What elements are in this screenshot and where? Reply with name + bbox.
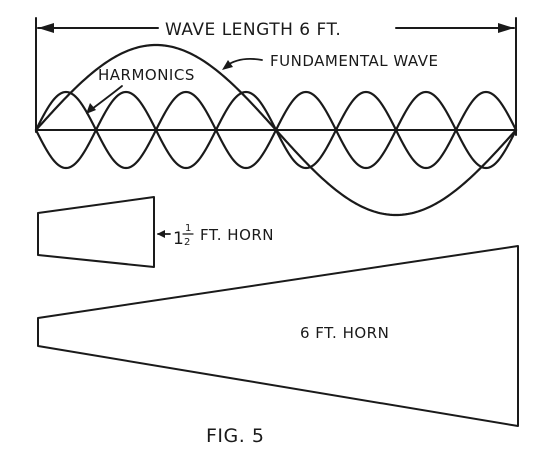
wavelength-label: WAVE LENGTH 6 FT. [165, 20, 341, 40]
large-horn-shape [37, 245, 519, 427]
small-horn-label: 1 1 2 FT. HORN [173, 223, 274, 249]
small-horn-shape [37, 196, 155, 268]
harmonics-label: HARMONICS [98, 66, 195, 84]
arrowhead-right-icon [498, 23, 514, 33]
small-horn-arrowhead-icon [157, 230, 165, 238]
fundamental-arrowhead-icon [222, 60, 233, 70]
arrowhead-left-icon [38, 23, 54, 33]
figure-caption: FIG. 5 [206, 425, 264, 447]
fundamental-wave-label: FUNDAMENTAL WAVE [270, 52, 438, 70]
large-horn-label: 6 FT. HORN [300, 324, 389, 342]
small-horn-fraction-denominator: 2 [184, 237, 191, 248]
wavelength-dimension: WAVE LENGTH 6 FT. [35, 17, 517, 136]
small-horn-fraction-numerator: 1 [185, 223, 192, 234]
harmonics-arrowhead-icon [86, 103, 96, 114]
harmonic-wave-curve-2 [34, 90, 518, 170]
small-horn-whole: 1 [173, 229, 184, 249]
small-horn-text: FT. HORN [200, 226, 274, 244]
